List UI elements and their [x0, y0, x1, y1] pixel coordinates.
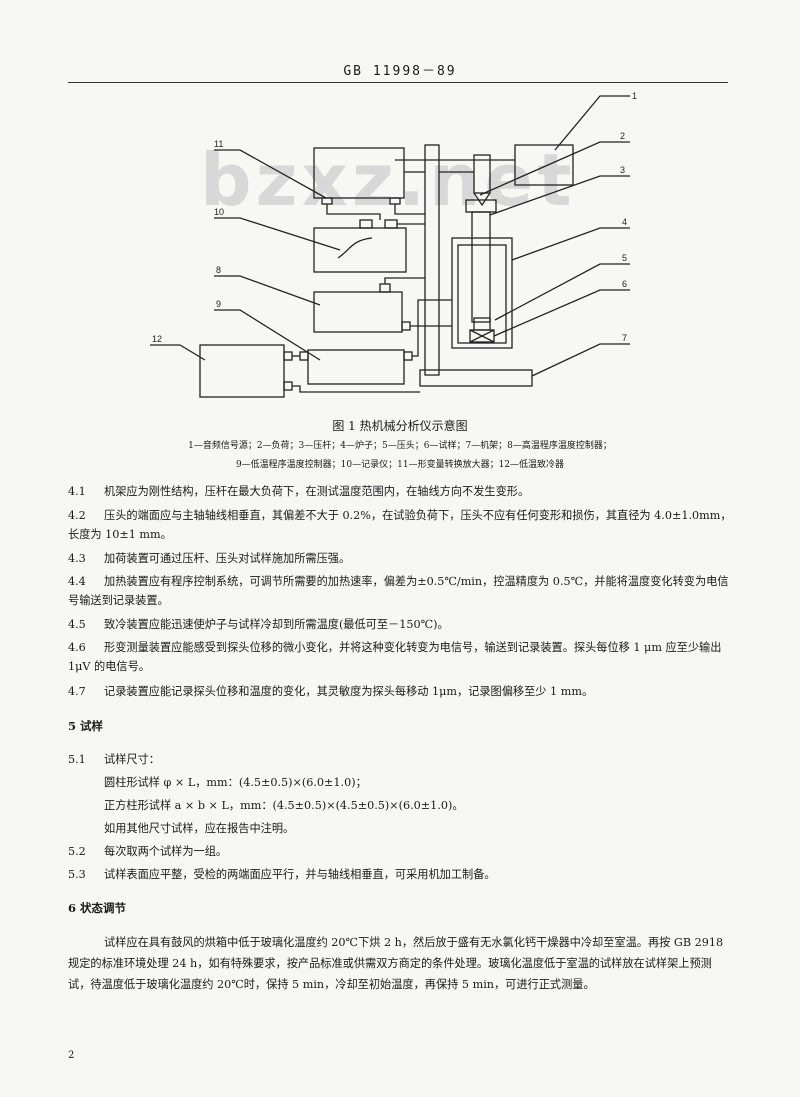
- diagram-label-6: 6: [622, 279, 627, 289]
- diagram-label-9: 9: [216, 299, 221, 309]
- diagram-label-7: 7: [622, 333, 627, 343]
- clause-5-1-note: 如用其他尺寸试样，应在报告中注明。: [104, 822, 295, 835]
- clause-text: 每次取两个试样为一组。: [104, 845, 228, 858]
- clause-number: 4.2: [68, 509, 86, 522]
- clause-text: 记录装置应能记录探头位移和温度的变化，其灵敏度为探头每移动 1μm，记录图偏移至…: [104, 685, 594, 698]
- clause-text: 试样表面应平整，受检的两端面应平行，并与轴线相垂直，可采用机加工制备。: [104, 868, 496, 881]
- clause-number: 4.7: [68, 685, 86, 698]
- press-rod: [471, 211, 491, 323]
- page-number: 2: [68, 1050, 75, 1061]
- section-6-body: 试样应在具有鼓风的烘箱中低于玻璃化温度约 20℃下烘 2 h，然后放于盛有无水氯…: [68, 936, 724, 991]
- diagram-label-4: 4: [622, 217, 627, 227]
- page-header: GB 11998－89: [343, 64, 457, 79]
- clause-5-1: 5.1 试样尺寸：: [68, 750, 733, 769]
- frame-column: [424, 144, 440, 376]
- clause-4-5: 4.5 致冷装置应能迅速使炉子与试样冷却到所需温度(最低可至－150℃)。: [68, 615, 733, 634]
- figure-caption: 图 1 热机械分析仪示意图: [332, 419, 468, 433]
- diagram-label-1: 1: [632, 91, 637, 101]
- diagram-label-12: 12: [152, 334, 162, 344]
- diagram-label-5: 5: [622, 253, 627, 263]
- clause-5-1-square: 正方柱形试样 a × b × L，mm：(4.5±0.5)×(4.5±0.5)×…: [104, 799, 464, 812]
- clause-4-7: 4.7 记录装置应能记录探头位移和温度的变化，其灵敏度为探头每移动 1μm，记录图…: [68, 682, 733, 701]
- recorder-box: [313, 227, 407, 273]
- clause-text: 试样尺寸：: [104, 753, 160, 766]
- clause-number: 5.1: [68, 753, 86, 766]
- clause-number: 5.2: [68, 845, 86, 858]
- clause-number: 4.6: [68, 641, 86, 654]
- diagram-label-3: 3: [620, 165, 625, 175]
- clause-number: 4.3: [68, 552, 86, 565]
- clause-text: 机架应为刚性结构，压杆在最大负荷下，在测试温度范围内，在轴线方向不发生变形。: [104, 485, 530, 498]
- clause-text: 形变测量装置应能感受到探头位移的微小变化，并将这种变化转变为电信号，输送到记录装…: [68, 641, 722, 673]
- diagram-label-11: 11: [214, 139, 223, 149]
- clause-4-3: 4.3 加荷装置可通过压杆、压头对试样施加所需压强。: [68, 549, 733, 568]
- press-rod-head: [465, 199, 497, 213]
- thermomechanical-analyzer-diagram: 1 2 3 4 5 6 7 8 9 10 11 12: [150, 91, 637, 398]
- figure-legend-line-1: 1—音频信号源；2—负荷；3—压杆；4—炉子；5—压头；6—试样；7—机架；8—…: [188, 441, 612, 451]
- clause-text: 致冷装置应能迅速使炉子与试样冷却到所需温度(最低可至－150℃)。: [104, 618, 449, 631]
- clause-text: 压头的端面应与主轴轴线相垂直，其偏差不大于 0.2%，在试验负荷下，压头不应有任…: [68, 509, 732, 541]
- low-temp-cooler-box: [199, 344, 285, 398]
- deformation-amplifier-box: [313, 147, 405, 199]
- clause-5-3: 5.3 试样表面应平整，受检的两端面应平行，并与轴线相垂直，可采用机加工制备。: [68, 865, 733, 884]
- diagram-label-8: 8: [216, 265, 221, 275]
- section-5-title: 5 试样: [68, 719, 104, 733]
- clause-number: 4.1: [68, 485, 86, 498]
- load-weight: [473, 154, 491, 194]
- furnace: [451, 237, 513, 349]
- clause-number: 5.3: [68, 868, 86, 881]
- clause-number: 4.5: [68, 618, 86, 631]
- clause-5-2: 5.2 每次取两个试样为一组。: [68, 842, 733, 861]
- low-temp-controller-box: [307, 349, 405, 385]
- diagram-label-2: 2: [620, 131, 625, 141]
- clause-text: 加热装置应有程序控制系统，可调节所需要的加热速率，偏差为±0.5℃/min，控温…: [68, 575, 729, 607]
- clause-text: 加荷装置可通过压杆、压头对试样施加所需压强。: [104, 552, 351, 565]
- figure-legend-line-2: 9—低温程序温度控制器；10—记录仪；11—形变量转换放大器；12—低温致冷器: [235, 460, 565, 470]
- indenter: [473, 317, 491, 331]
- header-rule: [68, 82, 728, 83]
- clause-5-1-cylinder: 圆柱形试样 φ × L，mm：(4.5±0.5)×(6.0±1.0)；: [104, 776, 367, 789]
- high-temp-controller-box: [313, 291, 403, 333]
- frame-base: [419, 369, 533, 387]
- audio-signal-box: [514, 144, 574, 186]
- clause-4-1: 4.1 机架应为刚性结构，压杆在最大负荷下，在测试温度范围内，在轴线方向不发生变形…: [68, 482, 733, 501]
- diagram-label-10: 10: [214, 207, 224, 217]
- section-6-title: 6 状态调节: [68, 901, 127, 915]
- clause-number: 4.4: [68, 575, 86, 588]
